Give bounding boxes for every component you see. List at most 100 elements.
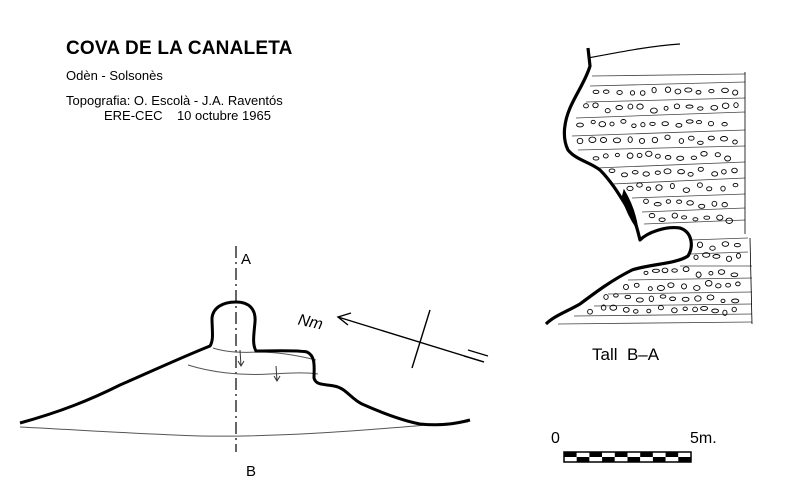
pebble	[600, 304, 607, 311]
pebble	[592, 89, 600, 95]
pebble	[598, 121, 607, 128]
pebble	[658, 217, 666, 222]
pebble	[657, 305, 664, 311]
pebble	[602, 89, 610, 94]
pebble	[694, 295, 702, 302]
pebble	[649, 121, 656, 126]
pebble	[627, 103, 634, 110]
pebble	[687, 171, 694, 177]
north-arrow-tail-1	[467, 349, 489, 357]
pebble	[722, 309, 728, 316]
pebble	[692, 306, 698, 313]
pebble	[608, 168, 616, 173]
north-label: Nm	[296, 312, 324, 334]
pebble	[732, 89, 739, 96]
scale-segment-bottom	[678, 457, 691, 462]
pebble	[643, 198, 649, 204]
section-right-edge	[744, 72, 753, 325]
section-label: Tall B–A	[592, 345, 660, 364]
scale-end-label: 5m.	[690, 430, 717, 447]
pebble	[711, 171, 719, 177]
pebble	[612, 137, 622, 144]
pebble	[733, 242, 741, 248]
pebble	[633, 309, 639, 314]
pebble	[620, 119, 627, 124]
pebble	[696, 182, 703, 188]
pebble	[685, 104, 694, 109]
pebble	[731, 306, 737, 313]
pebble	[693, 254, 699, 260]
pebble	[732, 182, 739, 188]
pebble	[697, 106, 704, 111]
pebble	[631, 170, 639, 175]
pebble	[720, 298, 726, 304]
pebble	[733, 102, 739, 108]
pebble	[709, 245, 716, 251]
pebble	[667, 282, 675, 288]
pebble	[622, 306, 630, 313]
pebble	[592, 102, 599, 109]
pebble	[695, 90, 702, 95]
pebble	[636, 182, 643, 188]
scale-segment-bottom	[640, 457, 653, 462]
scale-segment-bottom	[589, 457, 603, 462]
pebble	[638, 137, 646, 144]
pebble	[635, 297, 644, 303]
map-title: COVA DE LA CANALETA	[66, 38, 293, 59]
section-ground-surface	[587, 43, 681, 59]
pebble	[724, 155, 732, 162]
pebble	[629, 90, 636, 96]
pebble	[655, 153, 661, 159]
pebble	[640, 122, 646, 128]
pebble	[613, 293, 619, 298]
north-arrow-cross	[411, 309, 431, 369]
pebble	[656, 285, 665, 291]
pebble	[712, 254, 721, 259]
scale-segment-top	[627, 452, 641, 457]
pebble	[636, 103, 644, 110]
pebble	[681, 296, 690, 302]
pebble	[669, 182, 675, 190]
pebble	[651, 268, 660, 273]
pebble	[609, 304, 618, 311]
pebble	[697, 140, 704, 145]
pebble	[648, 213, 656, 219]
pebble	[695, 271, 702, 278]
scale-segment-top	[640, 452, 653, 457]
plan-floor-contour	[19, 421, 469, 437]
pebble	[711, 200, 718, 207]
pebble	[685, 119, 694, 124]
pebble	[681, 215, 688, 220]
scale-segment-bottom	[627, 457, 641, 462]
scale-segment-bottom	[652, 457, 666, 462]
pebble	[633, 282, 640, 288]
pebble	[664, 134, 671, 140]
pebble	[732, 139, 738, 145]
pebble	[684, 87, 693, 93]
slope-arrow-2	[273, 365, 281, 382]
pebble	[706, 186, 713, 192]
pebble	[624, 294, 632, 300]
pebble	[707, 120, 715, 127]
pebble	[703, 215, 711, 220]
scale-bar: 0 5m.	[551, 430, 717, 463]
pebble	[736, 252, 741, 259]
scale-segment-bottom	[602, 457, 615, 462]
slope-arrow-1	[237, 349, 245, 367]
pebble	[623, 283, 629, 291]
pebble	[614, 152, 620, 158]
pebble	[675, 122, 683, 128]
pebble	[645, 186, 652, 191]
pebble	[721, 87, 729, 94]
pebble	[721, 102, 730, 109]
scale-segment-bottom	[564, 457, 577, 462]
north-arrow-tail-2	[463, 355, 485, 363]
section-strata	[557, 73, 753, 325]
plan-inner-contour	[187, 364, 319, 376]
pebble	[708, 270, 714, 276]
pebble	[627, 136, 633, 143]
pebble	[648, 295, 655, 302]
pebble	[715, 283, 722, 289]
pebble	[626, 152, 634, 159]
scale-segments	[564, 452, 691, 462]
